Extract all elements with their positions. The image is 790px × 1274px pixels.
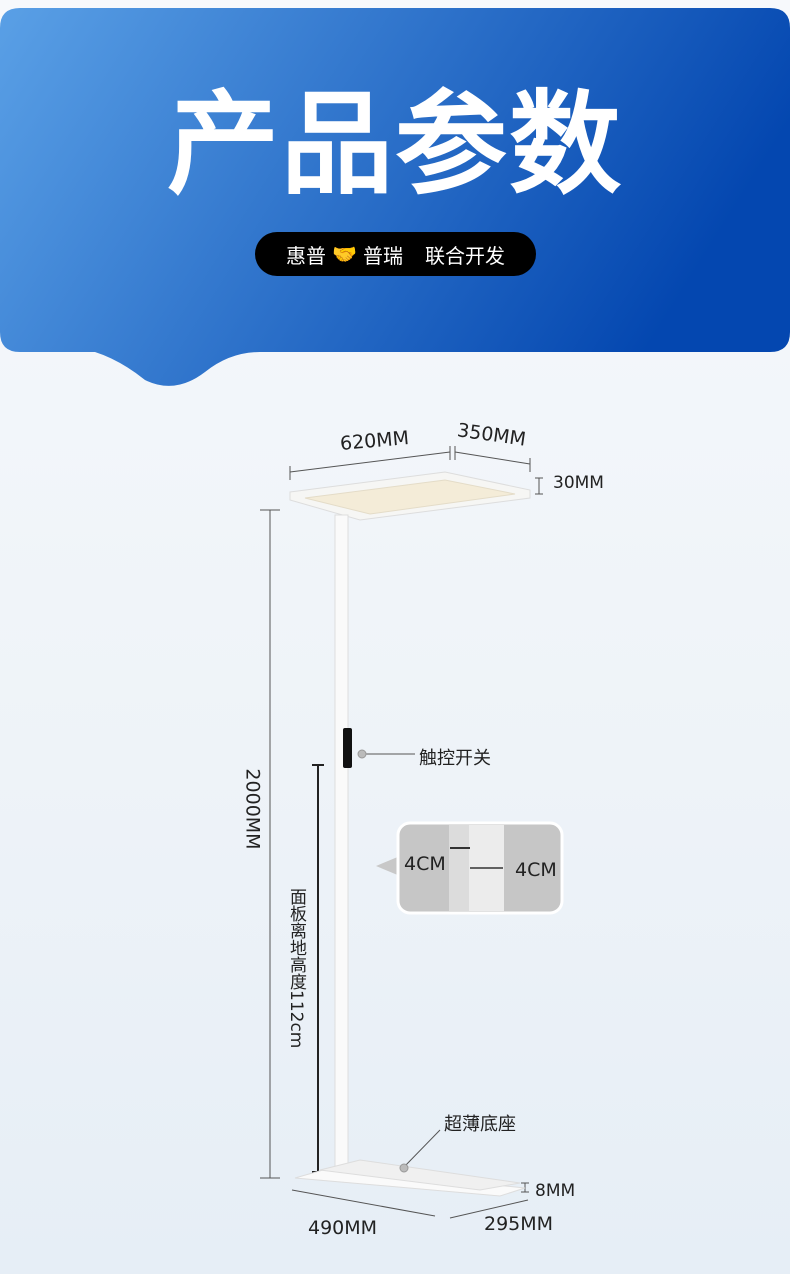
base-length-label: 490MM bbox=[308, 1217, 378, 1239]
handshake-icon: 🤝 bbox=[332, 242, 357, 266]
panel-floor-height-label: 面板离地高度112cm bbox=[286, 888, 306, 1049]
total-height-label: 2000MM bbox=[241, 768, 264, 850]
touch-switch-icon bbox=[343, 728, 352, 768]
pole-width-b-label: 4CM bbox=[515, 859, 557, 881]
pole-width-inset bbox=[376, 821, 564, 915]
panel-thickness-label: 30MM bbox=[553, 473, 604, 493]
co-brand-badge: 惠普 🤝 普瑞 联合开发 bbox=[255, 232, 536, 276]
base-width-label: 295MM bbox=[484, 1213, 554, 1235]
brand-b: 普瑞 bbox=[362, 243, 403, 268]
brand-a: 惠普 bbox=[286, 243, 327, 268]
touch-switch-label: 触控开关 bbox=[419, 748, 491, 769]
page-title: 产品参数 bbox=[167, 80, 623, 210]
header-banner bbox=[0, 8, 790, 386]
base-label: 超薄底座 bbox=[444, 1114, 516, 1135]
pole-width-a-label: 4CM bbox=[404, 853, 446, 875]
badge-tagline: 联合开发 bbox=[424, 243, 505, 268]
base-thickness-label: 8MM bbox=[535, 1181, 576, 1201]
